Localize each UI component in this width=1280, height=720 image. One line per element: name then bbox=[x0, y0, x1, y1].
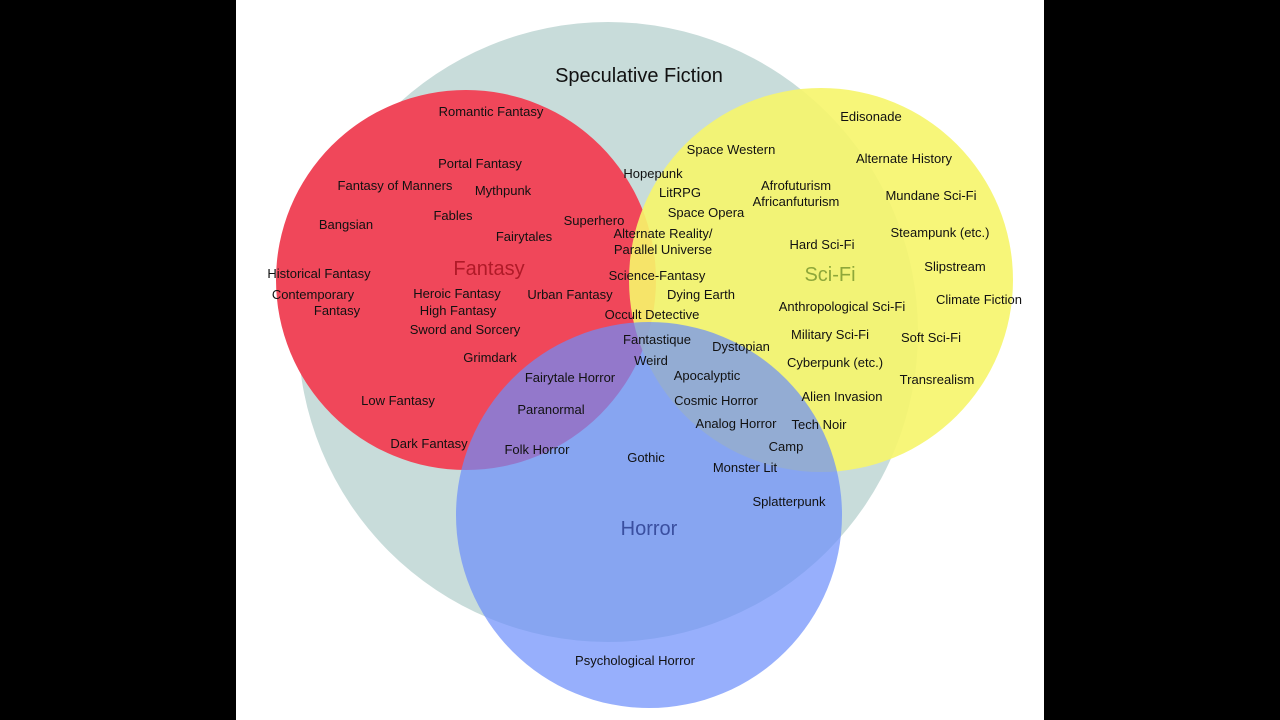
genre-label: Bangsian bbox=[319, 217, 373, 232]
venn-diagram: Speculative Fiction Fantasy Sci-Fi Horro… bbox=[267, 22, 1022, 708]
genre-label: Superhero bbox=[564, 213, 625, 228]
genre-label: Historical Fantasy bbox=[267, 266, 371, 281]
genre-label: Fables bbox=[433, 208, 473, 223]
genre-label: Mundane Sci-Fi bbox=[885, 188, 976, 203]
genre-label: Fantasy bbox=[314, 303, 361, 318]
genre-label: Soft Sci-Fi bbox=[901, 330, 961, 345]
genre-label: Fantasy of Manners bbox=[338, 178, 453, 193]
genre-label: Climate Fiction bbox=[936, 292, 1022, 307]
genre-label: Camp bbox=[769, 439, 804, 454]
genre-label: Psychological Horror bbox=[575, 653, 696, 668]
genre-label: Portal Fantasy bbox=[438, 156, 522, 171]
genre-label: Fairytales bbox=[496, 229, 553, 244]
genre-label: Monster Lit bbox=[713, 460, 778, 475]
genre-label: Alternate Reality/ bbox=[614, 226, 713, 241]
set-label-horror: Horror bbox=[621, 518, 678, 540]
genre-label: LitRPG bbox=[659, 185, 701, 200]
genre-label: Mythpunk bbox=[475, 183, 532, 198]
genre-label: Fantastique bbox=[623, 332, 691, 347]
genre-label: Gothic bbox=[627, 450, 665, 465]
genre-label: Anthropological Sci-Fi bbox=[779, 299, 906, 314]
genre-label: Cyberpunk (etc.) bbox=[787, 355, 883, 370]
genre-label: Afrofuturism bbox=[761, 178, 831, 193]
genre-label: Weird bbox=[634, 353, 668, 368]
genre-label: Romantic Fantasy bbox=[439, 104, 544, 119]
genre-label: Urban Fantasy bbox=[527, 287, 613, 302]
genre-label: Grimdark bbox=[463, 350, 517, 365]
genre-label: Alien Invasion bbox=[802, 389, 883, 404]
genre-label: High Fantasy bbox=[420, 303, 497, 318]
genre-label: Folk Horror bbox=[504, 442, 570, 457]
genre-label: Transrealism bbox=[900, 372, 975, 387]
genre-label: Military Sci-Fi bbox=[791, 327, 869, 342]
genre-label: Space Opera bbox=[668, 205, 745, 220]
horror-circle bbox=[456, 322, 842, 708]
genre-label: Africanfuturism bbox=[753, 194, 840, 209]
genre-label: Alternate History bbox=[856, 151, 953, 166]
genre-label: Apocalyptic bbox=[674, 368, 741, 383]
genre-label: Paranormal bbox=[517, 402, 584, 417]
genre-label: Fairytale Horror bbox=[525, 370, 616, 385]
genre-label: Dying Earth bbox=[667, 287, 735, 302]
genre-label: Steampunk (etc.) bbox=[891, 225, 990, 240]
genre-label: Hard Sci-Fi bbox=[789, 237, 854, 252]
venn-diagram-stage: Speculative Fiction Fantasy Sci-Fi Horro… bbox=[236, 0, 1044, 720]
genre-label: Dystopian bbox=[712, 339, 770, 354]
genre-label: Science-Fantasy bbox=[609, 268, 706, 283]
genre-label: Dark Fantasy bbox=[390, 436, 468, 451]
genre-label: Sword and Sorcery bbox=[410, 322, 521, 337]
genre-label: Cosmic Horror bbox=[674, 393, 758, 408]
genre-label: Slipstream bbox=[924, 259, 985, 274]
genre-label: Edisonade bbox=[840, 109, 901, 124]
diagram-title: Speculative Fiction bbox=[555, 65, 723, 87]
genre-label: Contemporary bbox=[272, 287, 355, 302]
genre-label: Parallel Universe bbox=[614, 242, 712, 257]
genre-label: Tech Noir bbox=[792, 417, 848, 432]
genre-label: Hopepunk bbox=[623, 166, 683, 181]
genre-label: Splatterpunk bbox=[753, 494, 826, 509]
genre-label: Space Western bbox=[687, 142, 776, 157]
genre-label: Heroic Fantasy bbox=[413, 286, 501, 301]
genre-label: Low Fantasy bbox=[361, 393, 435, 408]
set-label-fantasy: Fantasy bbox=[453, 258, 524, 280]
set-label-scifi: Sci-Fi bbox=[804, 264, 855, 286]
genre-label: Analog Horror bbox=[696, 416, 778, 431]
genre-label: Occult Detective bbox=[605, 307, 700, 322]
